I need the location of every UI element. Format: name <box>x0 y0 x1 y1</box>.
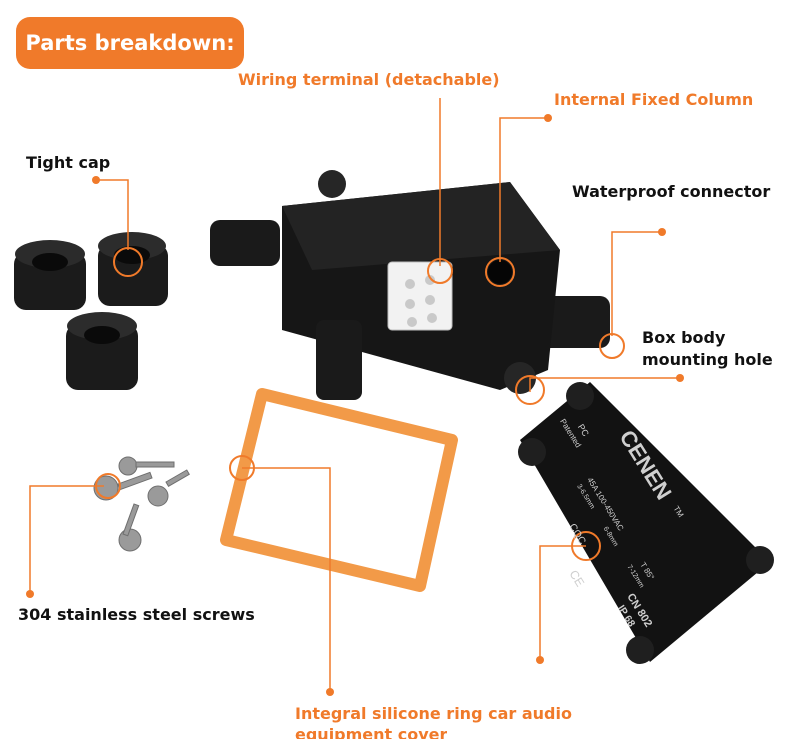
section-title: Parts breakdown: <box>16 17 244 69</box>
leader-waterproof-connector <box>611 231 662 336</box>
silicone-ring <box>220 388 458 592</box>
box-cover <box>518 382 774 664</box>
dot-tight-cap <box>92 176 100 184</box>
label-waterproof-connector: Waterproof connector <box>572 182 771 201</box>
leader-cover <box>539 545 586 658</box>
dot-internal-column <box>544 114 552 122</box>
marker-waterproof-connector <box>599 333 625 359</box>
marker-tight-cap <box>113 247 143 277</box>
leader-screws <box>29 485 104 592</box>
tight-cap-3 <box>66 312 138 390</box>
label-tight-cap: Tight cap <box>26 153 111 172</box>
label-ring-cover-2: equipment cover <box>295 725 448 739</box>
dot-waterproof <box>658 228 666 236</box>
label-box-body-2: mounting hole <box>642 350 773 369</box>
stainless-screws <box>93 456 190 552</box>
tight-cap-2 <box>98 232 168 306</box>
dot-ring <box>326 688 334 696</box>
dot-cover <box>536 656 544 664</box>
marker-internal-column <box>485 257 515 287</box>
wiring-terminal-block <box>387 261 453 331</box>
tight-cap-1 <box>14 240 86 310</box>
label-wiring-terminal: Wiring terminal (detachable) <box>238 70 500 89</box>
leader-ring <box>242 467 331 690</box>
marker-box-mounting <box>515 375 545 405</box>
label-box-body-1: Box body <box>642 328 726 347</box>
cover-ce: CE <box>566 568 587 590</box>
leader-box-mounting <box>529 377 680 392</box>
dot-box-mounting <box>676 374 684 382</box>
marker-cover <box>571 531 601 561</box>
label-ring-cover-1: Integral silicone ring car audio <box>295 704 572 723</box>
dot-screws <box>26 590 34 598</box>
marker-wiring-terminal <box>427 258 453 284</box>
marker-screws <box>95 473 121 499</box>
label-screws: 304 stainless steel screws <box>18 605 255 624</box>
marker-ring <box>229 455 255 481</box>
label-internal-fixed-column: Internal Fixed Column <box>554 90 754 109</box>
leader-tight-cap <box>96 179 129 250</box>
leader-internal-column <box>499 117 548 262</box>
